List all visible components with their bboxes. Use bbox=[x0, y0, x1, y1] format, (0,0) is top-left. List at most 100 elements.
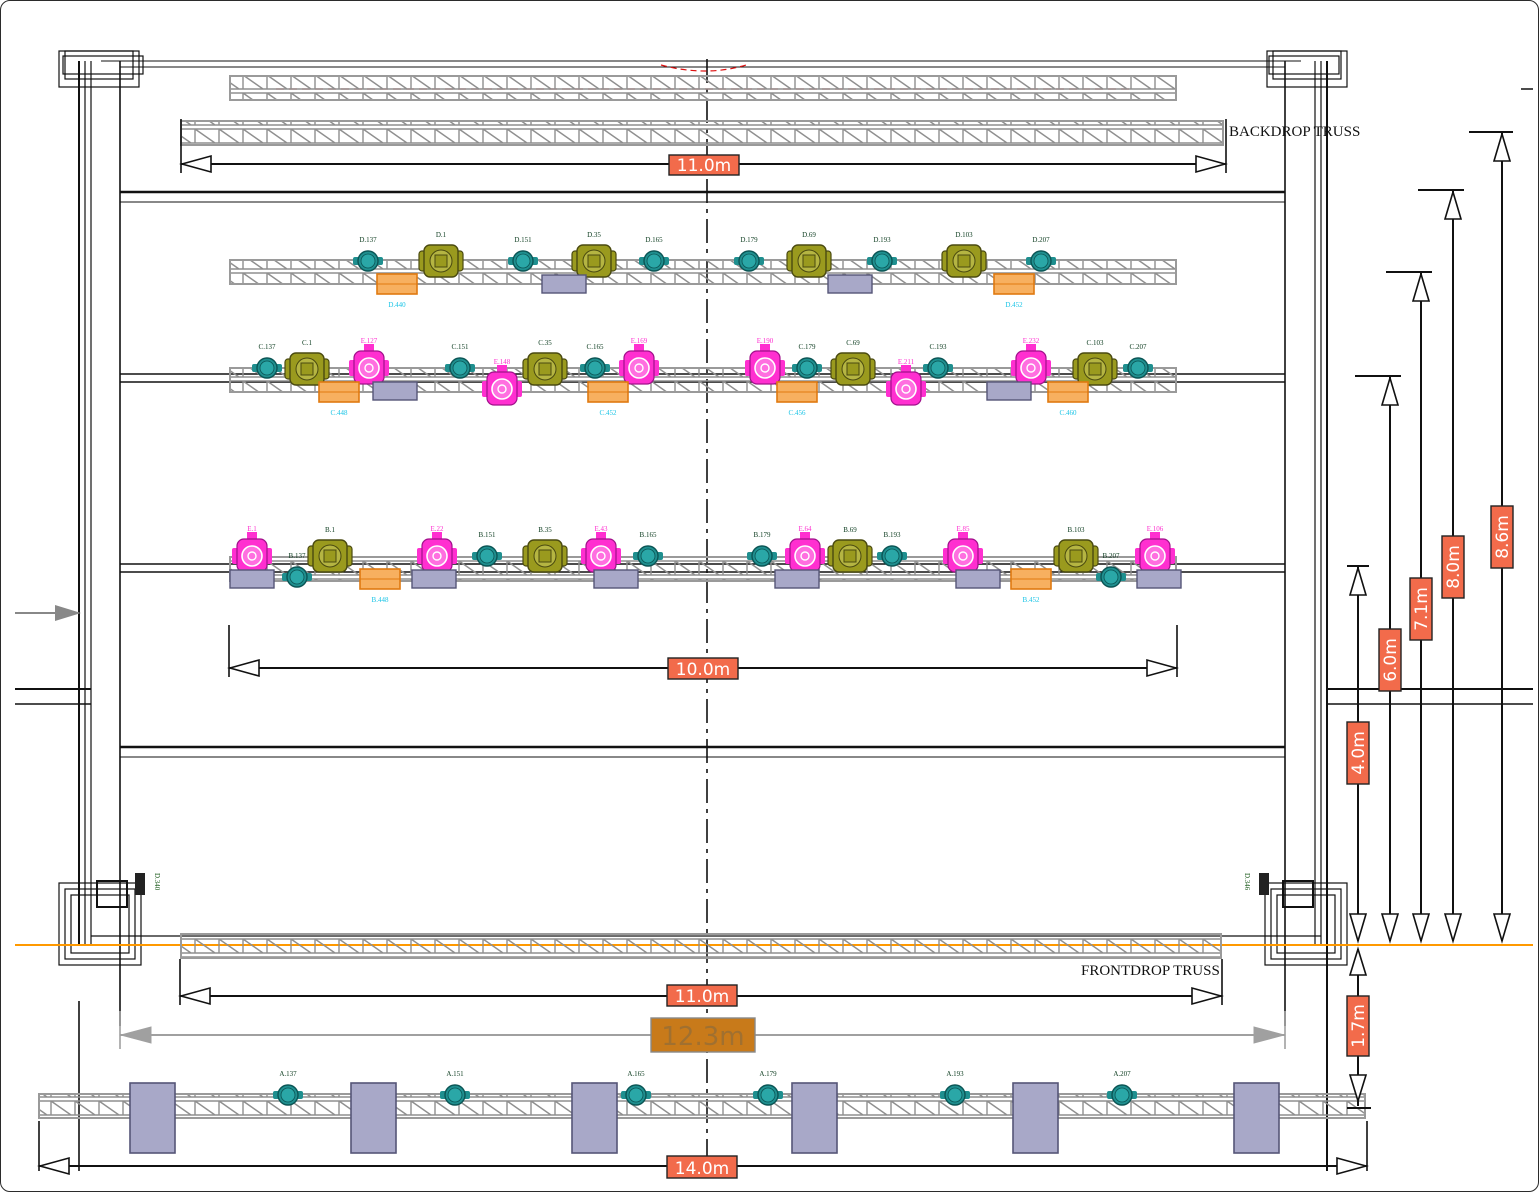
beam-label: E.211 bbox=[898, 358, 915, 366]
dimmer-box bbox=[986, 381, 1032, 401]
blinder-fixture bbox=[1047, 381, 1089, 403]
wash-fixture bbox=[877, 545, 907, 567]
wash-fixture bbox=[639, 250, 669, 272]
spot-label: B.35 bbox=[538, 526, 552, 534]
beam-fixture bbox=[785, 532, 825, 573]
beam-fixture bbox=[482, 365, 522, 406]
wash-label: B.193 bbox=[884, 531, 901, 539]
blinder-fixture bbox=[1010, 568, 1052, 590]
truss-a bbox=[38, 1093, 1366, 1119]
beam-label: E.169 bbox=[631, 337, 648, 345]
wash-label: D.151 bbox=[514, 236, 532, 244]
beam-label: E.64 bbox=[798, 525, 812, 533]
beam-label: E.190 bbox=[757, 337, 774, 345]
wash-fixture bbox=[508, 250, 538, 272]
blinder-fixture bbox=[318, 381, 360, 403]
dimmer-box bbox=[827, 274, 873, 294]
beam-fixture bbox=[232, 532, 272, 573]
beam-fixture bbox=[745, 344, 785, 385]
width-labels: 11.0m 10.0m 11.0m 12.3m 14.0m bbox=[650, 154, 756, 1179]
wash-label: A.179 bbox=[759, 1070, 777, 1078]
spot-label: B.1 bbox=[325, 526, 335, 534]
dim-backdrop-width: 11.0m bbox=[677, 156, 731, 176]
wash-label: D.179 bbox=[740, 236, 758, 244]
truss-rear bbox=[229, 75, 1177, 101]
spot-label: B.103 bbox=[1068, 526, 1085, 534]
dimmer-rack bbox=[571, 1082, 618, 1154]
wash-fixture bbox=[472, 545, 502, 567]
dimmer-box bbox=[1136, 569, 1182, 589]
wash-label: D.165 bbox=[645, 236, 663, 244]
blinder-label: C.448 bbox=[331, 409, 348, 417]
blinder-label: C.460 bbox=[1060, 409, 1077, 417]
wash-label: A.137 bbox=[279, 1070, 297, 1078]
wash-label: D.193 bbox=[873, 236, 891, 244]
wash-fixture bbox=[923, 357, 953, 379]
dimmer-box bbox=[774, 569, 820, 589]
dimmer-rack bbox=[1012, 1082, 1059, 1154]
dimmer-box bbox=[229, 569, 275, 589]
beam-label: E.22 bbox=[430, 525, 444, 533]
wash-label: A.151 bbox=[446, 1070, 464, 1078]
dim-height-c: 6.0m bbox=[1381, 638, 1401, 682]
blinder-fixture bbox=[587, 381, 629, 403]
trusses bbox=[38, 75, 1366, 1119]
wash-fixture bbox=[440, 1084, 470, 1106]
beam-label: E.43 bbox=[594, 525, 608, 533]
svg-text:D.340: D.340 bbox=[153, 873, 161, 891]
wash-fixture bbox=[1107, 1084, 1137, 1106]
wash-fixture bbox=[273, 1084, 303, 1106]
wash-label: A.193 bbox=[946, 1070, 964, 1078]
beam-fixture bbox=[1135, 532, 1175, 573]
blinder-label: C.456 bbox=[789, 409, 806, 417]
dim-height-e: 8.0m bbox=[1444, 545, 1464, 589]
spot-fixture bbox=[786, 244, 832, 278]
beam-label: E.85 bbox=[956, 525, 970, 533]
wash-fixture bbox=[621, 1084, 651, 1106]
wash-fixture bbox=[792, 357, 822, 379]
spot-label: D.35 bbox=[587, 231, 601, 239]
beam-fixture bbox=[349, 344, 389, 385]
dimmer-box bbox=[541, 274, 587, 294]
side-tag-right: D.346 bbox=[1243, 873, 1269, 895]
wash-label: C.137 bbox=[259, 343, 276, 351]
wash-label: A.207 bbox=[1113, 1070, 1131, 1078]
dim-height-front: 1.7m bbox=[1349, 1004, 1369, 1048]
frontdrop-truss-label: FRONTDROP TRUSS bbox=[1081, 963, 1220, 979]
dimmer-rack bbox=[1233, 1082, 1280, 1154]
blinder-fixture bbox=[776, 381, 818, 403]
spot-label: C.35 bbox=[538, 339, 552, 347]
wash-label: C.179 bbox=[799, 343, 816, 351]
wash-label: D.207 bbox=[1032, 236, 1050, 244]
wash-label: B.137 bbox=[289, 552, 306, 560]
beam-label: E.127 bbox=[361, 337, 378, 345]
beam-label: E.106 bbox=[1147, 525, 1164, 533]
wash-fixture bbox=[747, 545, 777, 567]
spot-fixture bbox=[522, 539, 568, 573]
spot-fixture bbox=[1072, 352, 1118, 386]
wash-fixture bbox=[633, 545, 663, 567]
height-labels: 4.0m 6.0m 7.1m 8.0m 8.6m 1.7m bbox=[1346, 505, 1514, 1057]
spot-fixture bbox=[941, 244, 987, 278]
spot-fixture bbox=[522, 352, 568, 386]
dim-height-b: 4.0m bbox=[1349, 731, 1369, 775]
dimmer-rack bbox=[350, 1082, 397, 1154]
truss-backdrop bbox=[180, 120, 1224, 146]
wash-label: A.165 bbox=[627, 1070, 645, 1078]
blinder-label: D.440 bbox=[388, 301, 406, 309]
dim-height-d: 7.1m bbox=[1412, 587, 1432, 631]
dimmer-rack bbox=[129, 1082, 176, 1154]
wash-fixture bbox=[734, 250, 764, 272]
blinder-fixture bbox=[359, 568, 401, 590]
beam-fixture bbox=[943, 532, 983, 573]
wash-label: C.207 bbox=[1130, 343, 1147, 351]
blinder-label: B.448 bbox=[372, 596, 389, 604]
wash-fixture bbox=[445, 357, 475, 379]
spot-fixture bbox=[827, 539, 873, 573]
wash-fixture bbox=[867, 250, 897, 272]
wash-label: C.165 bbox=[587, 343, 604, 351]
dimmer-box bbox=[955, 569, 1001, 589]
wash-label: C.151 bbox=[452, 343, 469, 351]
